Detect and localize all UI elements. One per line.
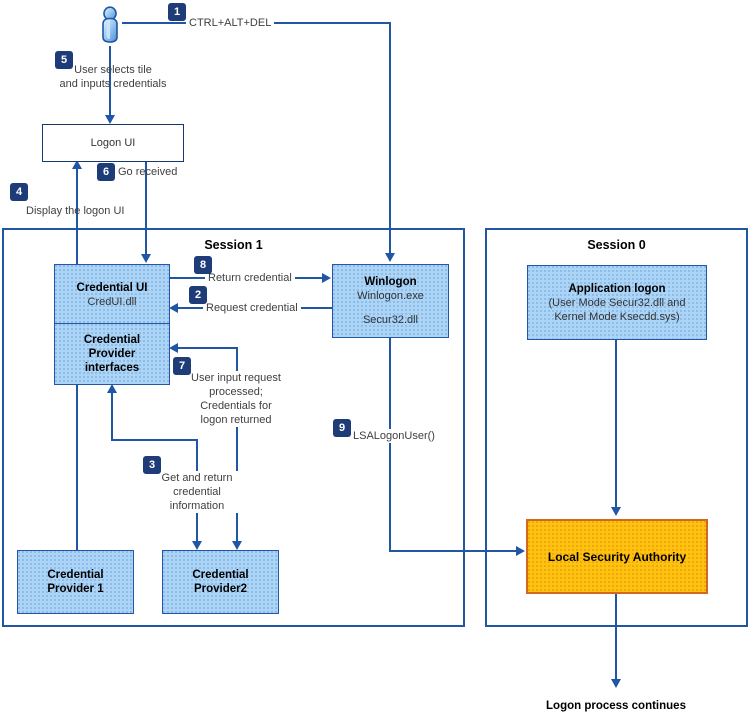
get-return-credential-label: Get and return credential information <box>147 471 247 513</box>
step-badge-3: 3 <box>143 456 161 474</box>
arrow-display-logonui-icon <box>72 160 82 169</box>
go-received-label: Go received <box>118 166 178 178</box>
line-applogon-to-lsa <box>615 338 617 507</box>
winlogon-exe: Winlogon.exe <box>357 290 424 302</box>
logon-process-continues-label: Logon process continues <box>546 700 686 712</box>
session1-frame: Session 1 <box>2 228 465 627</box>
user-icon <box>102 6 118 43</box>
step-badge-7: 7 <box>173 357 191 375</box>
arrow-into-provider2-right-icon <box>232 541 242 550</box>
arrow-into-lsa-left-icon <box>516 546 525 556</box>
logon-ui-box: Logon UI <box>42 124 184 162</box>
cp2-line1: Credential <box>192 569 249 581</box>
credential-provider2-box: Credential Provider2 <box>162 550 279 614</box>
display-logon-ui-label: Display the logon UI <box>26 205 125 217</box>
cpi-line1: Credential <box>83 334 141 346</box>
line-user-to-logonui <box>109 46 111 116</box>
step-badge-1: 1 <box>168 3 186 21</box>
line-lsalogonuser-v <box>389 336 391 551</box>
ctrl-alt-del-label: CTRL+ALT+DEL <box>186 16 275 30</box>
credential-ui-title: Credential UI <box>76 281 148 294</box>
local-security-authority-box: Local Security Authority <box>526 519 708 594</box>
step-badge-6: 6 <box>97 163 115 181</box>
request-credential-label: Request credential <box>203 301 301 315</box>
cpi-line3: interfaces <box>84 362 140 374</box>
line-get-return-h <box>111 439 198 441</box>
step-badge-9: 9 <box>333 419 351 437</box>
cp2-line2: Provider2 <box>193 583 248 595</box>
application-logon-sub2: Kernel Mode Ksecdd.sys) <box>554 310 680 323</box>
line-to-winlogon <box>389 22 391 253</box>
session1-title: Session 1 <box>204 238 263 252</box>
cp1-line2: Provider 1 <box>47 583 104 595</box>
arrow-into-logonui-icon <box>105 115 115 124</box>
line-go-received <box>145 159 147 255</box>
winlogon-title: Winlogon <box>364 276 417 288</box>
credential-ui-box: Credential UI CredUI.dll <box>54 264 170 324</box>
arrow-return-credential-icon <box>322 273 331 283</box>
credential-ui-subtitle: CredUI.dll <box>87 295 137 308</box>
arrow-into-provider2-left-icon <box>192 541 202 550</box>
line-user-input-h <box>178 347 238 349</box>
step-badge-2: 2 <box>189 286 207 304</box>
winlogon-box: Winlogon Winlogon.exe Secur32.dll <box>332 264 449 338</box>
step-badge-4: 4 <box>10 183 28 201</box>
lsa-label: Local Security Authority <box>547 549 687 564</box>
application-logon-box: Application logon (User Mode Secur32.dll… <box>527 265 707 340</box>
arrow-return-info-icon <box>107 384 117 393</box>
line-provider1-connector <box>76 383 78 550</box>
line-display-logonui <box>76 169 78 264</box>
session0-title: Session 0 <box>587 238 646 252</box>
user-selects-label: User selects tile and inputs credentials <box>59 64 167 90</box>
cpi-line2: Provider <box>88 348 136 360</box>
step-badge-5: 5 <box>55 51 73 69</box>
cp1-line1: Credential <box>47 569 104 581</box>
arrow-request-credential-icon <box>169 303 178 313</box>
user-input-request-label: User input request processed; Credential… <box>181 371 291 427</box>
credential-provider1-box: Credential Provider 1 <box>17 550 134 614</box>
line-get-return-up <box>111 393 113 440</box>
step-badge-8: 8 <box>194 256 212 274</box>
application-logon-title: Application logon <box>568 282 666 295</box>
arrow-user-input-icon <box>169 343 178 353</box>
line-user-input-v <box>236 347 238 541</box>
arrow-go-received-icon <box>141 254 151 263</box>
arrow-into-winlogon-icon <box>385 253 395 262</box>
application-logon-sub1: (User Mode Secur32.dll and <box>548 296 686 309</box>
arrow-logon-continues-icon <box>611 679 621 688</box>
logon-ui-label: Logon UI <box>90 137 136 149</box>
return-credential-label: Return credential <box>205 271 295 285</box>
lsalogonuser-label: LSALogonUser() <box>350 429 438 443</box>
credential-provider-interfaces-box: Credential Provider interfaces <box>54 323 170 385</box>
line-lsalogonuser-h <box>389 550 517 552</box>
arrow-into-lsa-top-icon <box>611 507 621 516</box>
line-lsa-continues <box>615 590 617 679</box>
winlogon-secur32: Secur32.dll <box>362 314 419 326</box>
